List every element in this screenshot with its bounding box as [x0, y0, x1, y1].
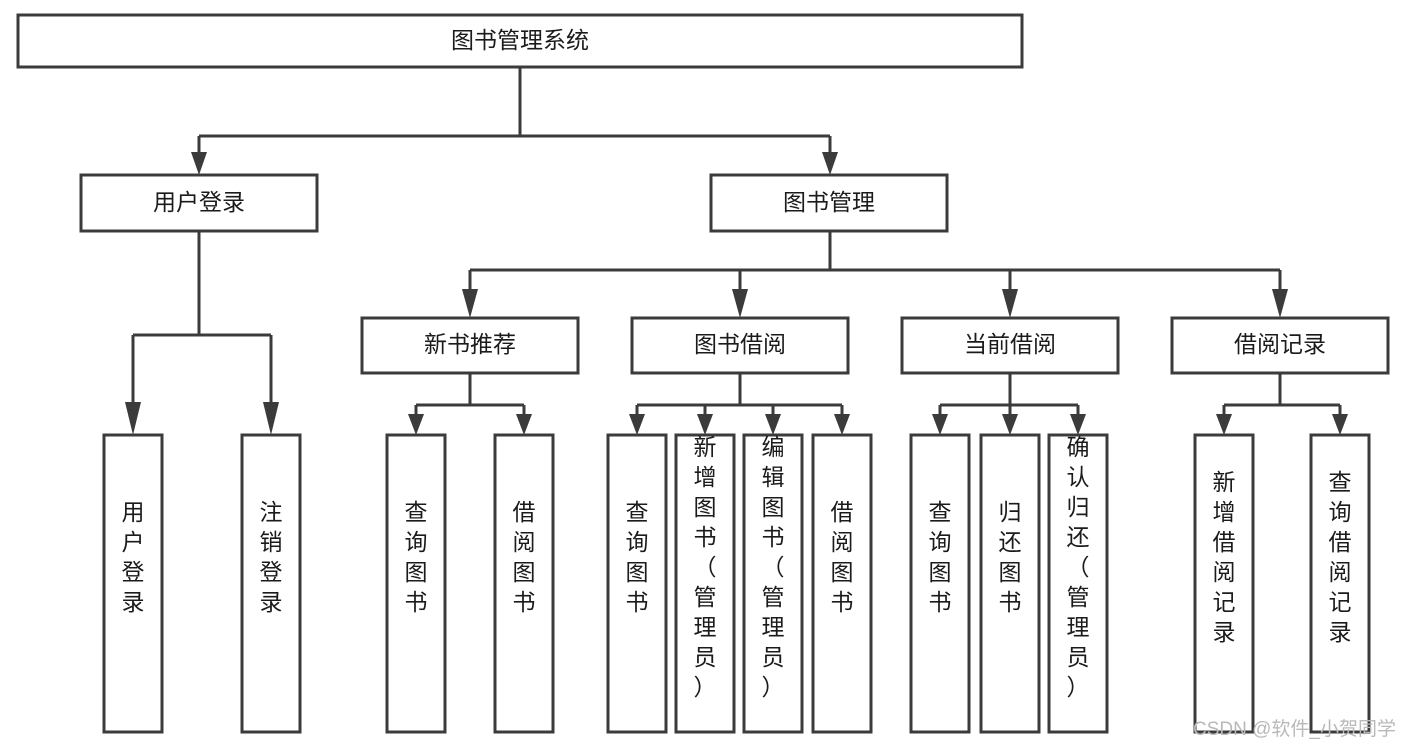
node-borrow-record-label: 借阅记录 — [1234, 331, 1326, 357]
arrowhead-leaf-borrow-2 — [697, 414, 713, 435]
node-borrow-record[interactable]: 借阅记录 — [1170, 316, 1390, 375]
arrowhead-leaf-borrow-4 — [834, 414, 850, 435]
leaf-user-login-label: 用户登录 — [122, 499, 145, 615]
leaf-borrow-edit-label: 编辑图书（管理员） — [762, 434, 785, 700]
connector-layer — [125, 67, 1348, 435]
node-new-book-recommend[interactable]: 新书推荐 — [360, 316, 580, 375]
leaf-current-return-box[interactable] — [979, 433, 1041, 734]
arrowhead-leaf-current-2 — [1002, 414, 1018, 435]
arrowhead-current-borrow — [1002, 289, 1018, 318]
leaf-node[interactable]: 查询借阅记录 — [1309, 433, 1371, 734]
leaf-record-add-box[interactable] — [1193, 433, 1255, 734]
leaf-borrow-book-label: 借阅图书 — [831, 499, 854, 615]
leaf-current-return-label: 归还图书 — [999, 499, 1022, 615]
node-borrow-record-box[interactable] — [1170, 316, 1390, 375]
leaf-newbook-query-box[interactable] — [385, 433, 447, 734]
leaf-current-confirm-box[interactable] — [1047, 433, 1109, 734]
node-book-management-label: 图书管理 — [783, 189, 875, 215]
leaf-borrow-edit-box[interactable] — [742, 433, 804, 734]
leaf-node[interactable]: 借阅图书 — [811, 433, 873, 734]
arrowhead-borrow-record — [1272, 289, 1288, 318]
leaf-node[interactable]: 确认归还（管理员） — [1047, 433, 1109, 734]
node-user-login-box[interactable] — [79, 173, 319, 233]
leaf-user-login-box[interactable] — [102, 433, 164, 734]
leaf-node[interactable]: 注销登录 — [240, 433, 302, 734]
node-book-management-box[interactable] — [709, 173, 949, 233]
leaf-record-query-label: 查询借阅记录 — [1329, 469, 1352, 645]
arrowhead-leaf-user-login-1 — [125, 402, 141, 435]
leaf-node[interactable]: 归还图书 — [979, 433, 1041, 734]
node-root-label: 图书管理系统 — [451, 27, 589, 53]
leaf-logout-box[interactable] — [240, 433, 302, 734]
leaf-node[interactable]: 查询图书 — [606, 433, 668, 734]
leaf-current-query-label: 查询图书 — [929, 499, 952, 615]
node-current-borrow-label: 当前借阅 — [964, 331, 1056, 357]
node-current-borrow[interactable]: 当前借阅 — [900, 316, 1120, 375]
arrowhead-user-login — [191, 152, 207, 175]
leaf-borrow-add-box[interactable] — [674, 433, 736, 734]
arrowhead-leaf-new-book-1 — [408, 414, 424, 435]
leaf-borrow-book-box[interactable] — [811, 433, 873, 734]
node-new-book-recommend-label: 新书推荐 — [424, 331, 516, 357]
leaf-newbook-borrow-box[interactable] — [493, 433, 555, 734]
node-current-borrow-box[interactable] — [900, 316, 1120, 375]
arrowhead-leaf-borrow-1 — [629, 414, 645, 435]
arrowhead-leaf-current-3 — [1070, 414, 1086, 435]
arrowhead-leaf-borrow-3 — [765, 414, 781, 435]
leaf-borrow-query-label: 查询图书 — [626, 499, 649, 615]
node-user-login[interactable]: 用户登录 — [79, 173, 319, 233]
arrowhead-leaf-record-1 — [1216, 414, 1232, 435]
arrowhead-book-borrow — [732, 289, 748, 318]
node-book-borrow[interactable]: 图书借阅 — [630, 316, 850, 375]
leaf-node[interactable]: 借阅图书 — [493, 433, 555, 734]
node-new-book-recommend-box[interactable] — [360, 316, 580, 375]
leaf-node[interactable]: 查询图书 — [385, 433, 447, 734]
arrowhead-book-mgmt — [822, 152, 838, 175]
node-book-management[interactable]: 图书管理 — [709, 173, 949, 233]
node-book-borrow-box[interactable] — [630, 316, 850, 375]
leaf-newbook-query-label: 查询图书 — [405, 499, 428, 615]
leaf-current-confirm-label: 确认归还（管理员） — [1067, 434, 1090, 700]
leaf-record-add-label: 新增借阅记录 — [1213, 469, 1236, 645]
leaf-node[interactable]: 编辑图书（管理员） — [742, 433, 804, 734]
node-book-borrow-label: 图书借阅 — [694, 331, 786, 357]
arrowhead-leaf-user-login-2 — [263, 402, 279, 435]
arrowhead-leaf-current-1 — [932, 414, 948, 435]
node-root-box[interactable] — [16, 13, 1024, 69]
leaf-node[interactable]: 查询图书 — [909, 433, 971, 734]
leaf-node[interactable]: 新增图书（管理员） — [674, 433, 736, 734]
leaf-node[interactable]: 用户登录 — [102, 433, 164, 734]
leaf-newbook-borrow-label: 借阅图书 — [513, 499, 536, 615]
leaf-node[interactable]: 新增借阅记录 — [1193, 433, 1255, 734]
arrowhead-leaf-new-book-2 — [516, 414, 532, 435]
leaf-record-query-box[interactable] — [1309, 433, 1371, 734]
csdn-watermark: CSDN @软件_小贺同学 — [1193, 718, 1396, 740]
arrowhead-new-book-rec — [462, 289, 478, 318]
leaf-current-query-box[interactable] — [909, 433, 971, 734]
leaf-logout-label: 注销登录 — [260, 499, 283, 615]
node-user-login-label: 用户登录 — [153, 189, 245, 215]
leaf-borrow-add-label: 新增图书（管理员） — [694, 434, 717, 700]
node-root[interactable]: 图书管理系统 — [16, 13, 1024, 69]
leaf-borrow-query-box[interactable] — [606, 433, 668, 734]
arrowhead-leaf-record-2 — [1332, 414, 1348, 435]
